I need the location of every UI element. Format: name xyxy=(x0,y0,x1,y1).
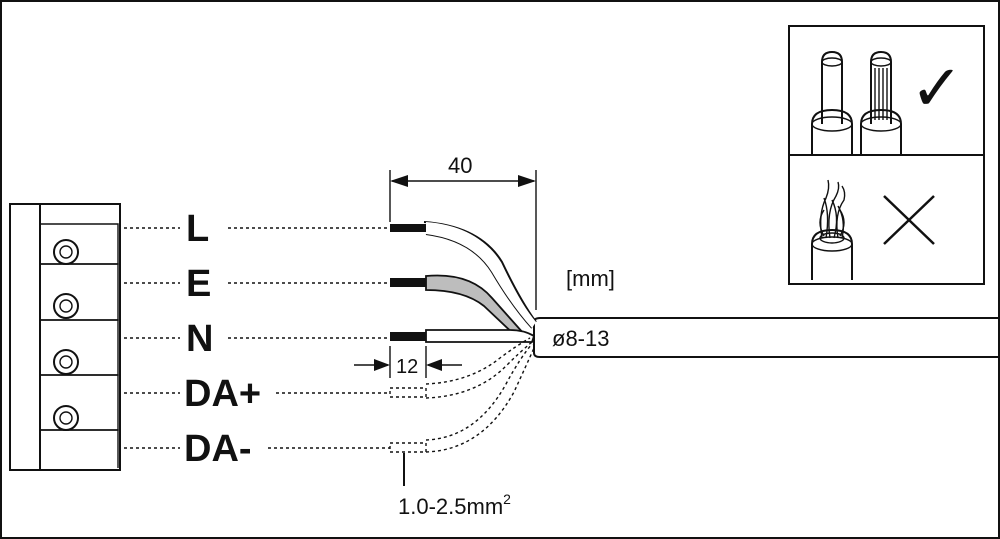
wire-e-conductor xyxy=(390,278,426,287)
frayed-wire-icon xyxy=(811,179,853,280)
terminal-label-l: L xyxy=(186,208,209,250)
insulation-strip-label: 12 xyxy=(396,356,418,378)
wire-n-conductor xyxy=(390,332,426,341)
dimension-insulation-strip xyxy=(354,346,462,378)
terminal-screws xyxy=(53,239,79,431)
wire-l xyxy=(390,221,537,329)
cable-diameter-label: ø8-13 xyxy=(552,326,609,351)
wire-da-plus-dashed xyxy=(389,337,533,399)
wire-l-conductor xyxy=(390,224,426,232)
terminal-label-da-plus: DA+ xyxy=(184,373,261,415)
terminal-label-n: N xyxy=(186,318,213,360)
unit-label: [mm] xyxy=(566,266,615,291)
strip-length-label: 40 xyxy=(448,153,472,178)
terminal-label-da-minus: DA- xyxy=(184,428,252,470)
cross-icon xyxy=(883,195,935,245)
dimension-strip-length xyxy=(389,170,537,310)
wire-da-minus-dashed xyxy=(389,343,535,453)
connector-block xyxy=(9,203,121,471)
leader-lines xyxy=(124,227,390,449)
check-icon: ✓ xyxy=(910,52,964,126)
wire-n xyxy=(390,329,536,343)
solid-wire-icon xyxy=(811,50,853,155)
wire-cross-section-label: 1.0-2.5mm2 xyxy=(398,491,511,519)
terminal-label-e: E xyxy=(186,263,211,305)
wire-type-inset: ✓ xyxy=(788,25,985,285)
stranded-wire-icon xyxy=(860,50,902,155)
